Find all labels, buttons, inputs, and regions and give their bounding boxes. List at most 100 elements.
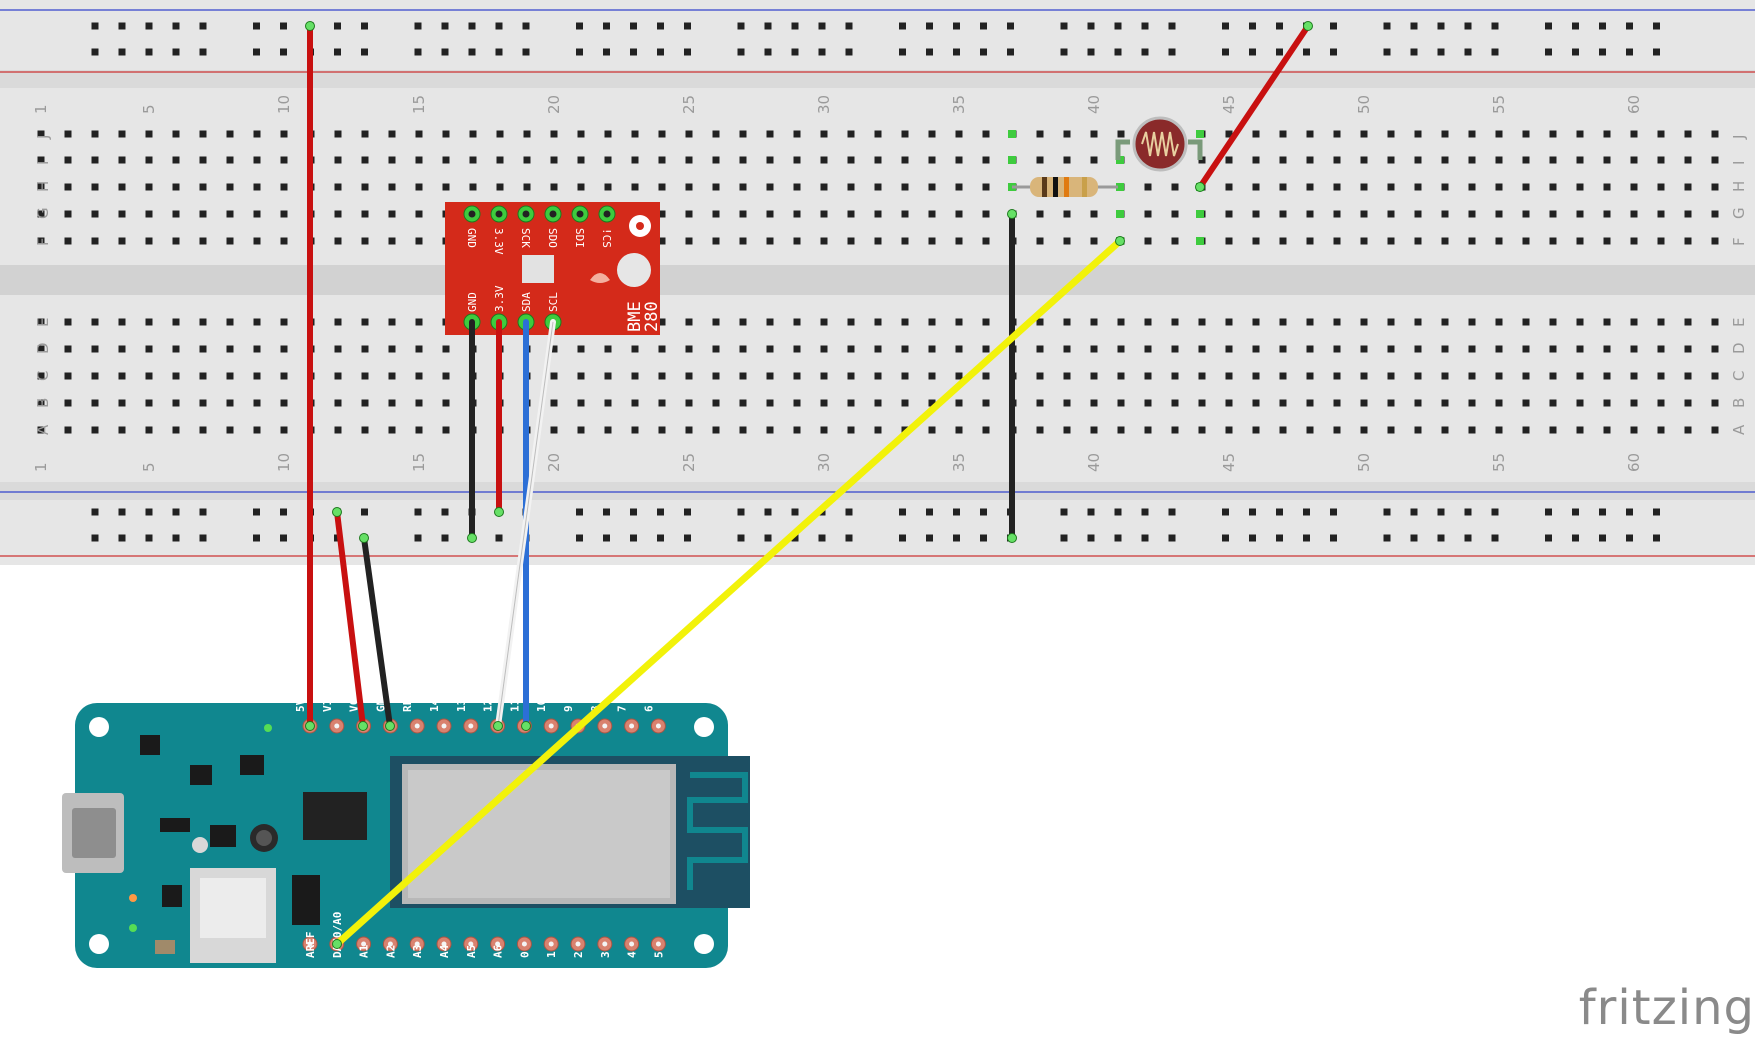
breadboard-hole: [793, 183, 801, 191]
breadboard-hole: [1333, 237, 1341, 245]
wire-red-photoresistor[interactable]: [1197, 23, 1311, 190]
breadboard-hole: [172, 345, 180, 353]
breadboard-hole: [1171, 426, 1179, 434]
sensor-pin-hole: [495, 210, 503, 218]
breadboard-hole: [1306, 372, 1314, 380]
row-label: C: [34, 371, 52, 381]
breadboard-hole: [604, 345, 612, 353]
breadboard-hole: [1117, 372, 1125, 380]
breadboard-hole: [982, 372, 990, 380]
row-label: D: [34, 342, 52, 354]
breadboard-hole: [1522, 345, 1530, 353]
breadboard-hole: [253, 156, 261, 164]
breadboard-hole: [1495, 156, 1503, 164]
breadboard-hole: [712, 318, 720, 326]
breadboard-hole: [415, 345, 423, 353]
breadboard-hole: [766, 345, 774, 353]
breadboard-hole: [874, 130, 882, 138]
rail-hole: [576, 48, 583, 56]
rail-hole: [280, 508, 287, 516]
sensor-pin-label: SDA: [520, 292, 533, 312]
breadboard-hole: [1603, 399, 1611, 407]
breadboard-hole: [1576, 130, 1584, 138]
rail-hole: [1114, 534, 1122, 542]
rail-hole: [1626, 22, 1633, 30]
breadboard-hole: [1387, 210, 1395, 218]
breadboard-hole: [496, 183, 504, 191]
breadboard-hole: [442, 372, 450, 380]
rail-hole: [630, 22, 637, 30]
breadboard-hole: [1036, 372, 1044, 380]
breadboard-hole: [334, 399, 342, 407]
breadboard-hole: [1063, 345, 1071, 353]
breadboard-hole: [226, 372, 234, 380]
rail-hole: [1087, 534, 1095, 542]
board-pin-hole: [548, 941, 554, 947]
column-label: 50: [1355, 95, 1373, 114]
breadboard-hole: [1657, 183, 1665, 191]
breadboard-hole: [1225, 130, 1233, 138]
board-pin-hole: [521, 941, 527, 947]
mount-hole-small: [192, 837, 208, 853]
breadboard-hole: [1468, 130, 1476, 138]
breadboard-hole: [1630, 399, 1638, 407]
row-label: A: [1730, 424, 1748, 435]
breadboard-hole: [1657, 156, 1665, 164]
sensor-pin-label: 3.3V: [493, 285, 506, 312]
row-label: E: [1730, 318, 1748, 327]
column-label: 1: [32, 462, 50, 472]
breadboard-hole: [928, 237, 936, 245]
mount-hole: [89, 717, 109, 737]
resistor: [1012, 177, 1118, 197]
breadboard-hole: [442, 399, 450, 407]
breadboard-hole: [1414, 237, 1422, 245]
breadboard-hole: [388, 156, 396, 164]
breadboard-hole: [118, 426, 126, 434]
breadboard-hole: [226, 156, 234, 164]
breadboard-hole: [793, 372, 801, 380]
board-pin-label: 5V: [294, 698, 307, 712]
breadboard-hole: [847, 345, 855, 353]
column-label: 60: [1625, 453, 1643, 472]
breadboard-hole: [982, 237, 990, 245]
breadboard-hole: [1063, 399, 1071, 407]
breadboard-hole: [1144, 183, 1152, 191]
board-pin-label: 2: [572, 951, 585, 958]
breadboard-hole: [37, 426, 45, 434]
breadboard-hole: [91, 210, 99, 218]
breadboard-hole: [1522, 130, 1530, 138]
rail-hole: [414, 534, 422, 542]
wire-yellow-a0[interactable]: [333, 237, 1124, 948]
breadboard-hole: [874, 210, 882, 218]
rail-hole: [334, 22, 341, 30]
rail-hole: [764, 534, 772, 542]
breadboard-hole: [1711, 345, 1719, 353]
chip: [162, 885, 182, 907]
breadboard-hole: [820, 345, 828, 353]
breadboard-hole: [658, 399, 666, 407]
breadboard-hole: [1387, 372, 1395, 380]
rail-hole: [1330, 534, 1337, 542]
rail-hole: [1222, 534, 1229, 542]
breadboard-hole: [1603, 210, 1611, 218]
breadboard-hole: [739, 426, 747, 434]
rail-hole: [818, 48, 826, 56]
breadboard-hole: [1063, 210, 1071, 218]
breadboard-hole: [415, 183, 423, 191]
board-pin-label: 3: [599, 951, 612, 958]
wire-red-vcc[interactable]: [334, 509, 366, 729]
breadboard-hole: [388, 399, 396, 407]
rail-hole: [1087, 508, 1095, 516]
breadboard-hole: [226, 318, 234, 326]
wire-endpoint: [494, 507, 504, 517]
breadboard-hole: [1468, 372, 1476, 380]
rail-hole: [1141, 508, 1149, 516]
resistor-band: [1064, 177, 1069, 197]
breadboard-hole: [523, 156, 531, 164]
breadboard-hole: [199, 237, 207, 245]
breadboard-hole: [145, 183, 153, 191]
breadboard-hole: [388, 183, 396, 191]
wire-black-gnd[interactable]: [361, 535, 393, 729]
breadboard-hole: [172, 130, 180, 138]
breadboard-hole: [982, 426, 990, 434]
